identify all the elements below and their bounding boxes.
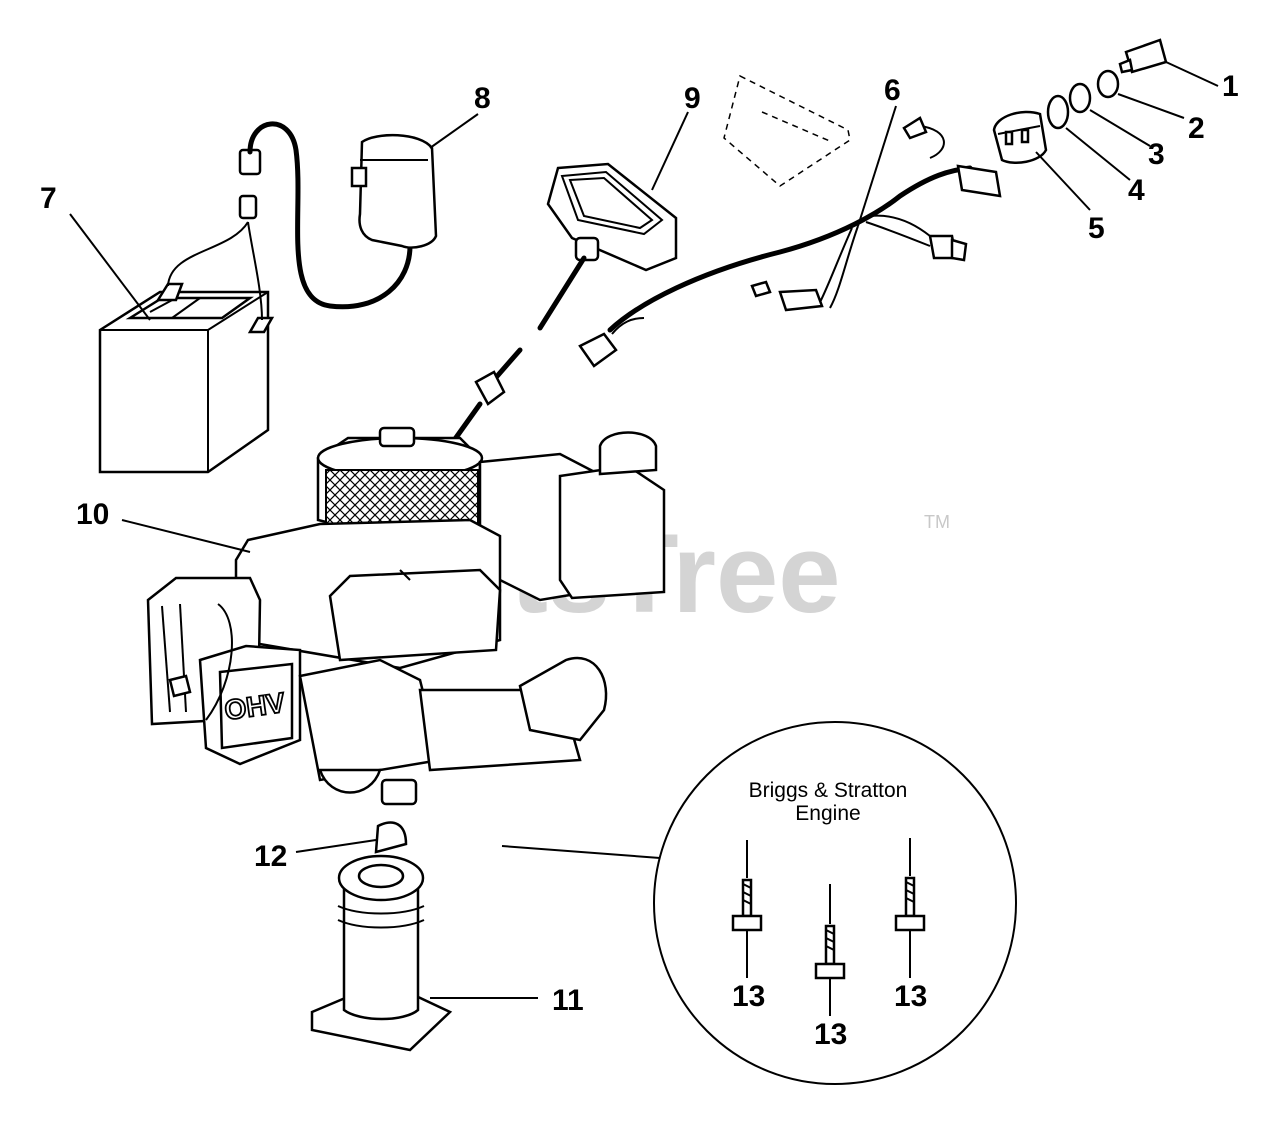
wiring-harness[interactable] <box>578 116 1002 368</box>
callout-6: 6 <box>884 74 901 107</box>
leader-lines <box>69 61 1219 1016</box>
callout-1: 1 <box>1222 70 1239 103</box>
inset-title-line2: Engine <box>795 802 860 825</box>
inset-title-line1: Briggs & Stratton <box>749 779 908 802</box>
battery-charger[interactable] <box>247 121 438 310</box>
battery[interactable] <box>98 148 275 474</box>
callout-4: 4 <box>1128 174 1145 207</box>
callout-3: 3 <box>1148 138 1165 171</box>
callout-8: 8 <box>474 82 491 115</box>
inset-detail: Briggs & Stratton Engine <box>653 721 1017 1085</box>
watermark-tm: TM <box>924 512 950 532</box>
engine-spacer[interactable] <box>310 854 453 1052</box>
bolt-left[interactable] <box>731 878 763 932</box>
dashboard-outline <box>723 74 851 187</box>
callout-13-left: 13 <box>732 980 765 1013</box>
callouts: 1 2 3 4 5 6 7 8 9 10 11 12 13 13 13 <box>40 70 1239 1051</box>
callout-11: 11 <box>552 984 584 1017</box>
callout-10: 10 <box>76 498 109 531</box>
seat-switch[interactable] <box>447 162 678 449</box>
callout-5: 5 <box>1088 212 1105 245</box>
callout-13-right: 13 <box>894 980 927 1013</box>
callout-2: 2 <box>1188 112 1205 145</box>
ignition-switch-assembly[interactable] <box>992 38 1168 164</box>
callout-13-middle: 13 <box>814 1018 847 1051</box>
woodruff-key[interactable] <box>374 821 408 854</box>
bolt-middle[interactable] <box>814 924 846 980</box>
callout-9: 9 <box>684 82 701 115</box>
callout-12: 12 <box>254 840 287 873</box>
bolt-right[interactable] <box>894 876 926 932</box>
callout-7: 7 <box>40 182 57 215</box>
engine[interactable]: OHV <box>146 426 666 806</box>
